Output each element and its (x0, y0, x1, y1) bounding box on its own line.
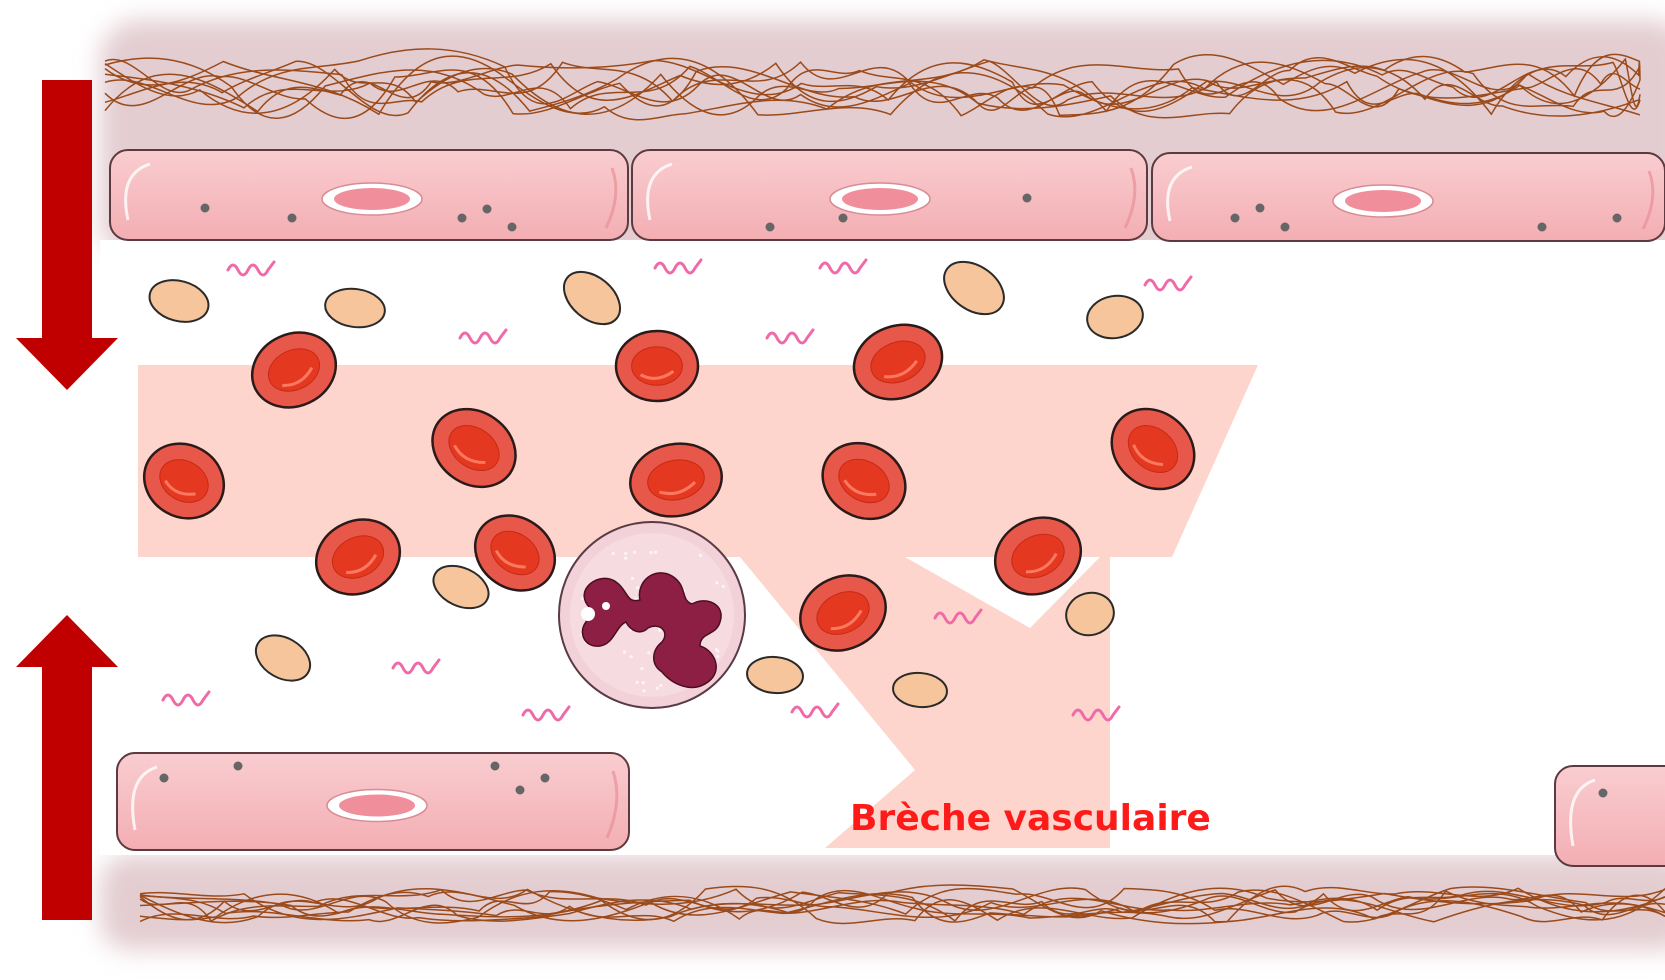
endothelial-nucleus (1345, 190, 1421, 212)
cytokine (460, 330, 506, 343)
endothelial-cell (632, 150, 1147, 240)
endothelial-cell (110, 150, 628, 240)
red-blood-cell (616, 331, 698, 401)
platelet (248, 626, 318, 690)
endothelial-cell (1555, 766, 1665, 866)
endothelial-cell (1152, 153, 1665, 241)
cytokine (163, 692, 209, 705)
neutrophil (559, 522, 745, 708)
cytokine (792, 704, 838, 717)
cytokine (523, 707, 569, 720)
endothelial-cell (117, 753, 629, 850)
cytokine (767, 330, 813, 343)
endothelial-nucleus (334, 188, 410, 210)
endothelial-nucleus (842, 188, 918, 210)
platelet (746, 655, 805, 696)
endothelial-nucleus (339, 795, 415, 817)
breach-label: Brèche vasculaire (850, 798, 1211, 839)
cytokine (393, 660, 439, 673)
